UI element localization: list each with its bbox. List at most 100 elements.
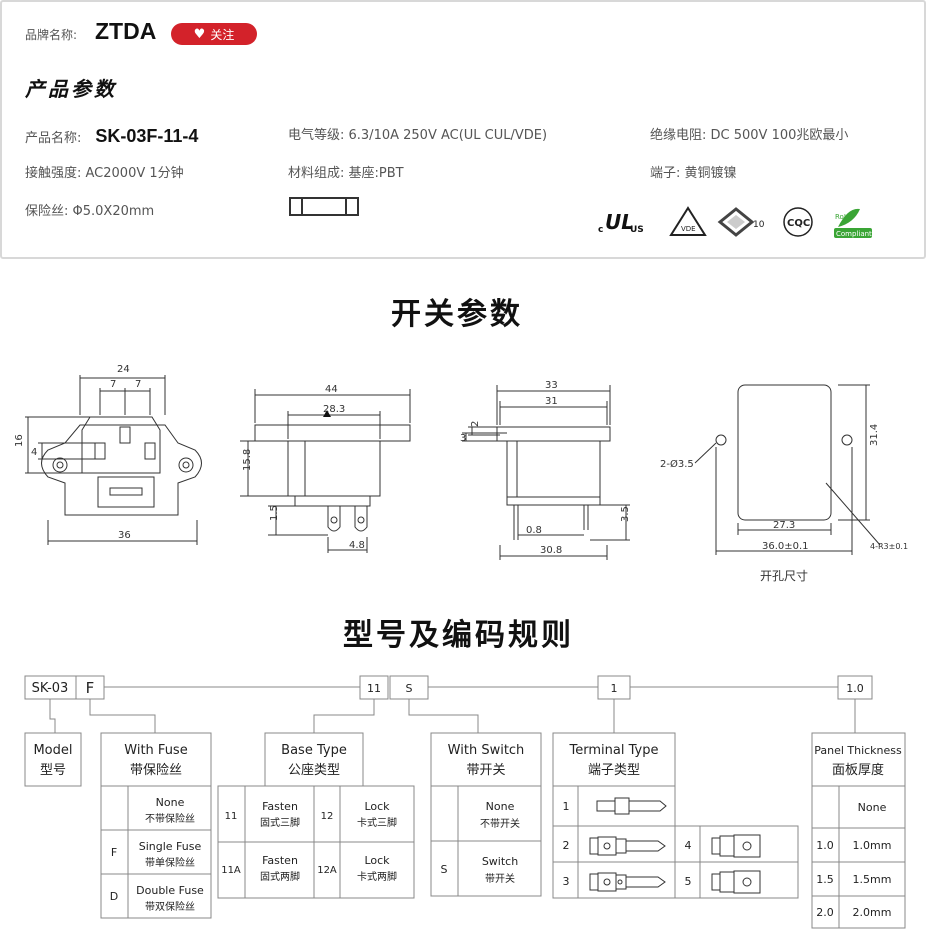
svg-text:面板厚度: 面板厚度 xyxy=(832,762,884,778)
svg-text:Lock: Lock xyxy=(364,854,390,867)
svg-text:型号: 型号 xyxy=(40,763,66,778)
svg-text:With Switch: With Switch xyxy=(448,743,525,758)
svg-text:0.8: 0.8 xyxy=(526,525,542,536)
svg-text:2.0mm: 2.0mm xyxy=(853,906,892,919)
code-box-model: SK-03 xyxy=(32,681,69,696)
spec-fuse: 保险丝: Φ5.0X20mm xyxy=(25,204,155,219)
follow-label: 关注 xyxy=(210,27,235,42)
brand-label: 品牌名称: xyxy=(25,28,78,42)
svg-text:Double Fuse: Double Fuse xyxy=(136,884,204,897)
spec-material: 材料组成: 基座:PBT xyxy=(288,166,404,181)
panel-cutout-drawing xyxy=(694,384,881,555)
svg-text:11A: 11A xyxy=(221,865,241,876)
svg-text:Single Fuse: Single Fuse xyxy=(139,840,202,853)
svg-text:1: 1 xyxy=(563,800,570,813)
svg-text:S: S xyxy=(441,863,448,876)
ul-logo-icon: c UL US xyxy=(598,210,644,235)
cqc-logo-icon: CQC xyxy=(783,207,813,237)
svg-text:Switch: Switch xyxy=(482,855,518,868)
svg-text:公座类型: 公座类型 xyxy=(288,763,340,778)
product-model: SK-03F-11-4 xyxy=(95,126,199,146)
svg-text:31: 31 xyxy=(545,396,558,407)
svg-text:Terminal Type: Terminal Type xyxy=(569,743,659,758)
follow-button[interactable]: ♥ 关注 xyxy=(171,23,257,45)
svg-text:2-Ø3.5: 2-Ø3.5 xyxy=(660,458,694,470)
code-box-panel: 1.0 xyxy=(846,682,864,695)
svg-text:带双保险丝: 带双保险丝 xyxy=(145,900,195,913)
heart-icon: ♥ xyxy=(193,26,206,42)
svg-text:With Fuse: With Fuse xyxy=(124,743,187,758)
code-texts: SK-03 F 11 S 1 1.0 Model 型号 With Fuse 带保… xyxy=(32,679,902,919)
svg-text:RoHS: RoHS xyxy=(835,213,854,221)
svg-text:30.8: 30.8 xyxy=(540,545,562,556)
svg-text:3.5: 3.5 xyxy=(620,506,631,522)
params-title: 产品参数 xyxy=(25,77,117,101)
dimension-drawings: 24 7 7 16 4 36 44 28.3 15.8 1.5 4.8 33 3… xyxy=(14,364,908,583)
svg-text:带单保险丝: 带单保险丝 xyxy=(145,856,195,869)
coding-rule-diagram: SK-03 F 11 S 1 1.0 Model 型号 With Fuse 带保… xyxy=(24,675,906,929)
terminal-4-icon xyxy=(711,834,761,858)
arrow-up-icon xyxy=(323,410,331,417)
svg-text:None: None xyxy=(858,801,887,814)
svg-text:24: 24 xyxy=(117,364,130,375)
svg-text:27.3: 27.3 xyxy=(773,520,795,531)
svg-text:Base Type: Base Type xyxy=(281,743,347,758)
svg-text:Fasten: Fasten xyxy=(262,800,298,813)
svg-text:None: None xyxy=(156,796,185,809)
svg-text:F: F xyxy=(111,846,117,859)
terminal-1-icon xyxy=(596,797,667,815)
svg-text:固式三脚: 固式三脚 xyxy=(260,816,300,829)
svg-text:端子类型: 端子类型 xyxy=(588,763,640,778)
svg-text:4: 4 xyxy=(685,839,692,852)
svg-text:12A: 12A xyxy=(317,865,337,876)
terminal-5-icon xyxy=(711,870,761,894)
svg-text:Panel Thickness: Panel Thickness xyxy=(814,744,902,757)
end-view-drawing xyxy=(462,385,630,560)
svg-text:固式两脚: 固式两脚 xyxy=(260,870,300,883)
spec-product-name: 产品名称:SK-03F-11-4 xyxy=(25,126,199,146)
svg-text:不带开关: 不带开关 xyxy=(480,817,520,830)
svg-text:28.3: 28.3 xyxy=(323,404,345,415)
svg-text:2: 2 xyxy=(563,839,570,852)
front-view-drawing xyxy=(25,375,202,545)
code-box-switch: S xyxy=(406,682,413,695)
terminal-drawings xyxy=(589,797,761,894)
code-rule-title: 型号及编码规则 xyxy=(343,618,574,653)
svg-text:1.0: 1.0 xyxy=(816,839,834,852)
svg-text:2: 2 xyxy=(470,421,481,427)
svg-text:1.0mm: 1.0mm xyxy=(853,839,892,852)
code-box-fuse: F xyxy=(86,679,95,697)
vde-logo-icon: VDE xyxy=(669,206,707,236)
cert-logos: c UL US VDE 10 CQC RoHS Compliant xyxy=(598,206,872,238)
ccc-logo-icon: 10 xyxy=(717,207,765,237)
svg-text:33: 33 xyxy=(545,380,558,391)
svg-text:UL: UL xyxy=(605,210,634,234)
svg-text:36.0±0.1: 36.0±0.1 xyxy=(762,541,809,552)
svg-text:4: 4 xyxy=(31,447,37,458)
svg-text:卡式两脚: 卡式两脚 xyxy=(357,870,397,883)
fuse-icon xyxy=(289,197,359,216)
svg-text:3: 3 xyxy=(563,875,570,888)
svg-text:卡式三脚: 卡式三脚 xyxy=(357,816,397,829)
svg-text:不带保险丝: 不带保险丝 xyxy=(145,812,195,825)
rohs-logo-icon: RoHS Compliant xyxy=(834,208,872,238)
spec-terminal: 端子: 黄铜镀镍 xyxy=(650,166,737,181)
svg-text:1.5mm: 1.5mm xyxy=(853,873,892,886)
terminal-2-icon xyxy=(589,836,666,856)
svg-text:44: 44 xyxy=(325,384,338,395)
svg-text:12: 12 xyxy=(321,811,334,822)
svg-text:7: 7 xyxy=(110,379,116,390)
spec-rating: 电气等级: 6.3/10A 250V AC(UL CUL/VDE) xyxy=(288,128,548,143)
svg-text:带开关: 带开关 xyxy=(485,872,515,885)
spec-insulation: 绝缘电阻: DC 500V 100兆欧最小 xyxy=(650,128,849,143)
code-box-base: 11 xyxy=(367,682,381,695)
svg-text:31.4: 31.4 xyxy=(869,424,880,446)
svg-text:D: D xyxy=(110,890,118,903)
svg-text:3: 3 xyxy=(460,433,466,444)
svg-text:c: c xyxy=(598,225,603,235)
svg-text:2.0: 2.0 xyxy=(816,906,834,919)
svg-text:4.8: 4.8 xyxy=(349,540,365,551)
svg-text:US: US xyxy=(630,225,644,235)
svg-text:4-R3±0.1: 4-R3±0.1 xyxy=(870,542,908,551)
svg-text:带保险丝: 带保险丝 xyxy=(130,763,182,778)
